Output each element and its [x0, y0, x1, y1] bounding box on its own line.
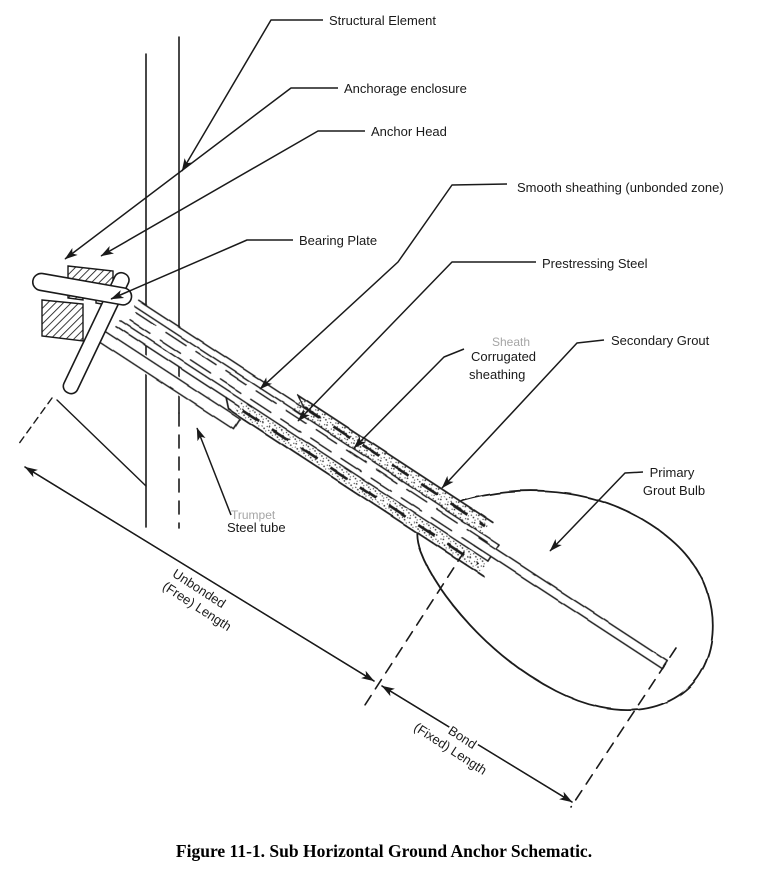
bond-length-text: Bond (Fixed) Length — [409, 717, 492, 780]
anchor-tendon-assembly — [94, 294, 669, 670]
corrugation-dashes-lower — [241, 408, 480, 566]
label-primary-grout-bulb-line2: Grout Bulb — [643, 483, 705, 498]
dimension-lines — [24, 466, 573, 803]
rod-body — [474, 537, 668, 669]
bond-start-boundary — [362, 551, 465, 709]
casing-line-bottom — [94, 338, 235, 431]
label-ghost-sheath: Sheath — [492, 335, 530, 349]
tube-inner-bottom — [118, 319, 489, 562]
leader-corrugated-sheathing — [353, 348, 465, 449]
label-secondary-grout: Secondary Grout — [611, 333, 710, 348]
bond-end-boundary — [570, 647, 677, 808]
rod-line-bottom — [473, 544, 664, 670]
tube-body — [111, 294, 503, 567]
leader-smooth-sheathing — [259, 183, 508, 390]
corrugated-sheathing-outline-top — [296, 393, 494, 524]
leader-bearing-plate — [110, 239, 293, 300]
casing-line-top — [101, 328, 241, 421]
tube-outer-top — [137, 299, 320, 419]
callout-leaders — [64, 19, 644, 552]
label-structural-element: Structural Element — [329, 13, 436, 28]
sheath-step-bottom — [225, 397, 230, 411]
corrugated-sheathing-outline-bottom — [227, 408, 485, 578]
label-primary-grout-bulb-line1: Primary — [650, 465, 695, 480]
leader-anchor-head — [100, 130, 365, 257]
figure-caption: Figure 11-1. Sub Horizontal Ground Ancho… — [176, 841, 592, 861]
grout-bulb-outline — [416, 489, 714, 712]
label-prestressing-steel: Prestressing Steel — [542, 256, 648, 271]
corrugation-dashes-upper — [303, 406, 486, 527]
leader-structural-element — [181, 19, 323, 172]
tube-outer-bottom — [115, 325, 240, 408]
rod-line-top — [478, 537, 669, 662]
leader-primary-grout-bulb — [549, 471, 644, 552]
label-smooth-sheathing: Smooth sheathing (unbonded zone) — [517, 180, 724, 195]
label-corrugated-sheathing-line2: sheathing — [469, 367, 525, 382]
unbonded-length-arrow-right — [24, 466, 375, 682]
sheath-step-top — [297, 394, 306, 410]
label-ghost-trumpet: Trumpet — [231, 508, 276, 522]
bond-length-arrow-right — [381, 685, 573, 803]
callout-labels: Structural Element Anchorage enclosure A… — [227, 13, 724, 535]
label-corrugated-sheathing-line1: Corrugated — [471, 349, 536, 364]
smooth-sheathing-tube — [115, 299, 500, 562]
tube-inner-top — [134, 305, 500, 546]
casing-body — [94, 327, 242, 431]
zone-boundaries — [362, 551, 677, 808]
trumpet-wedge-line — [56, 399, 147, 487]
tendon-rod — [473, 537, 669, 670]
label-anchor-head: Anchor Head — [371, 124, 447, 139]
anchorage-block-hatched — [41, 299, 84, 342]
structural-element-wall — [145, 36, 180, 529]
label-steel-tube: Steel tube — [227, 520, 286, 535]
leader-anchorage-enclosure — [64, 87, 338, 260]
label-bearing-plate: Bearing Plate — [299, 233, 377, 248]
leader-prestressing-steel — [297, 261, 536, 422]
casing-end-cap — [232, 418, 241, 431]
strand-tail-bar — [31, 272, 133, 306]
extension-dash-line — [17, 397, 53, 446]
secondary-grout-collar — [225, 393, 494, 578]
primary-grout-bulb-shape — [416, 489, 714, 712]
steel-tube-casing — [94, 327, 242, 431]
label-anchorage-enclosure: Anchorage enclosure — [344, 81, 467, 96]
anchorage-assembly — [17, 265, 147, 487]
leader-steel-tube — [196, 427, 232, 516]
leader-secondary-grout — [441, 339, 605, 489]
